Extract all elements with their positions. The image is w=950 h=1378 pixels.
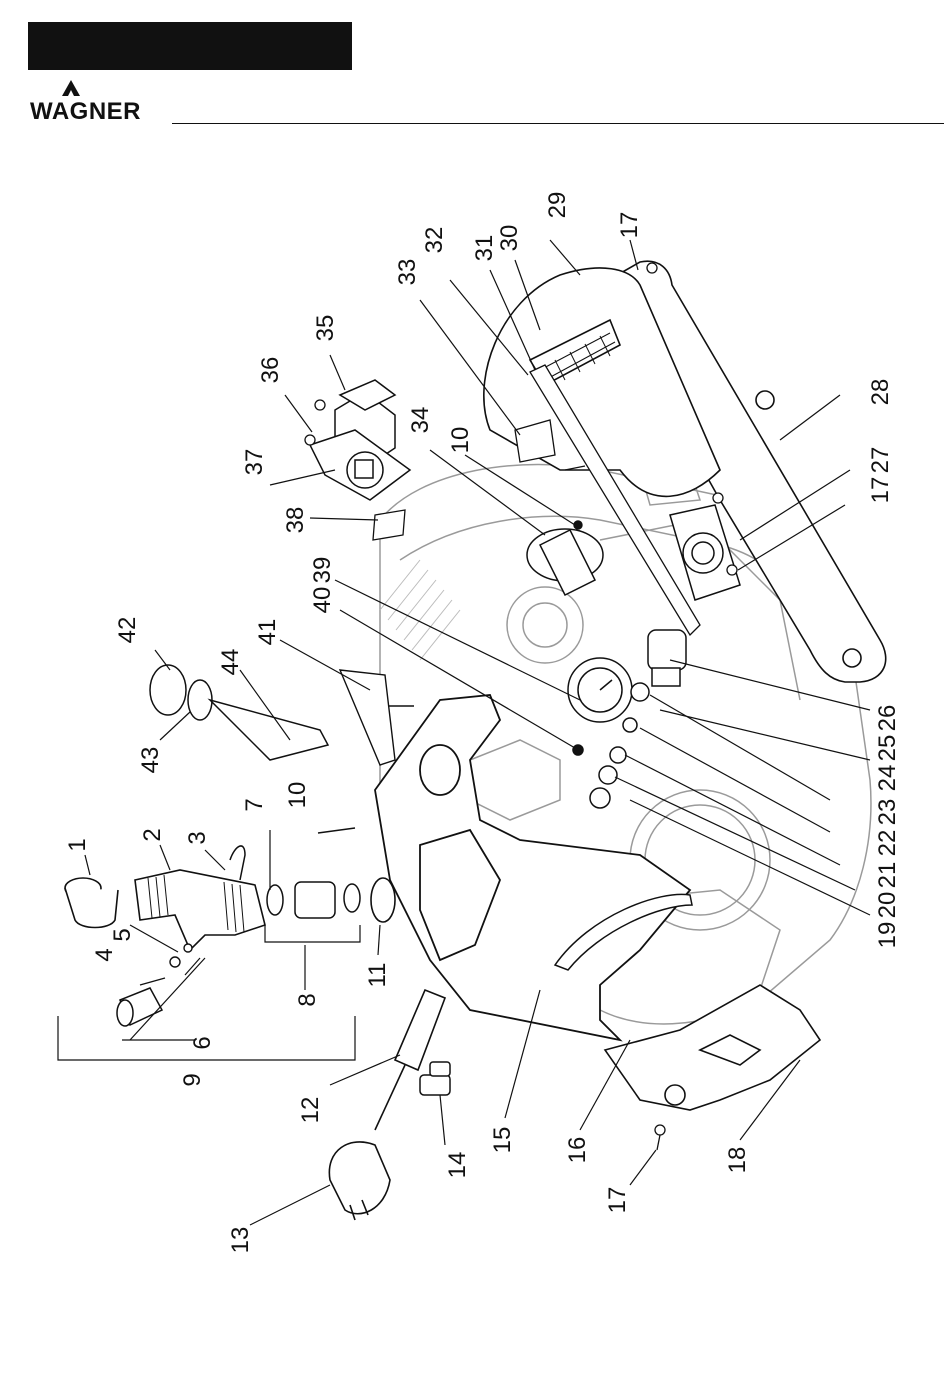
callout-8: 8 [294, 993, 321, 1006]
callout-41: 41 [254, 619, 281, 646]
callout-12: 12 [297, 1097, 324, 1124]
callout-11: 11 [364, 963, 391, 988]
callout-22: 22 [874, 830, 901, 857]
bracket-41 [340, 670, 395, 765]
callout-28: 28 [867, 379, 894, 406]
callout-17-top: 17 [616, 212, 643, 239]
callout-9: 9 [179, 1073, 206, 1086]
callout-36: 36 [257, 357, 284, 384]
callout-29: 29 [544, 192, 571, 219]
cable-strain-relief [375, 990, 445, 1130]
valve-cartridge [267, 882, 360, 918]
body-vent-lines [380, 560, 460, 660]
sleeve [65, 878, 118, 928]
small-seals [140, 944, 192, 985]
label-38 [373, 510, 405, 540]
callout-31: 31 [471, 235, 498, 262]
o-ring [371, 878, 395, 922]
callout-10-top: 10 [447, 427, 474, 454]
callout-21: 21 [874, 862, 901, 889]
callout-40: 40 [309, 587, 336, 614]
callout-10-front: 10 [284, 782, 311, 809]
callout-25: 25 [874, 735, 901, 762]
callout-39: 39 [309, 557, 336, 584]
callout-17-mid: 17 [867, 477, 894, 504]
side-plate [605, 985, 820, 1110]
callout-19: 19 [874, 922, 901, 949]
callout-42: 42 [114, 617, 141, 644]
pressure-knob [527, 529, 603, 595]
callout-13: 13 [227, 1227, 254, 1254]
callout-20: 20 [874, 892, 901, 919]
callout-1: 1 [64, 838, 91, 851]
callout-23: 23 [874, 799, 901, 826]
callout-27: 27 [867, 447, 894, 474]
valve-body [135, 870, 265, 950]
filter-plug [117, 988, 162, 1026]
callout-15: 15 [489, 1127, 516, 1154]
callout-5: 5 [109, 928, 136, 941]
callout-33: 33 [394, 259, 421, 286]
callout-35: 35 [312, 315, 339, 342]
callout-38: 38 [282, 507, 309, 534]
motor-mount-plate [670, 505, 740, 600]
callout-30: 30 [496, 225, 523, 252]
callout-24: 24 [874, 765, 901, 792]
callout-43: 43 [137, 747, 164, 774]
callout-44: 44 [217, 649, 244, 676]
callout-2: 2 [139, 828, 166, 841]
callout-14: 14 [444, 1152, 471, 1179]
callout-18: 18 [724, 1147, 751, 1174]
filler-cap [150, 665, 328, 760]
callout-37: 37 [241, 449, 268, 476]
pin [230, 846, 245, 880]
callout-26: 26 [874, 705, 901, 732]
callout-4: 4 [91, 948, 118, 961]
pressure-gauge [568, 658, 632, 722]
callout-6: 6 [189, 1036, 216, 1049]
callout-16: 16 [564, 1137, 591, 1164]
callout-32: 32 [421, 227, 448, 254]
callout-3: 3 [184, 831, 211, 844]
callout-17-bottom: 17 [604, 1187, 631, 1214]
callout-34: 34 [407, 407, 434, 434]
fitting-26 [648, 630, 686, 686]
hose-nipple [420, 1062, 450, 1095]
power-plug [329, 1142, 390, 1220]
screw-36 [305, 400, 325, 445]
callout-7: 7 [241, 798, 268, 811]
